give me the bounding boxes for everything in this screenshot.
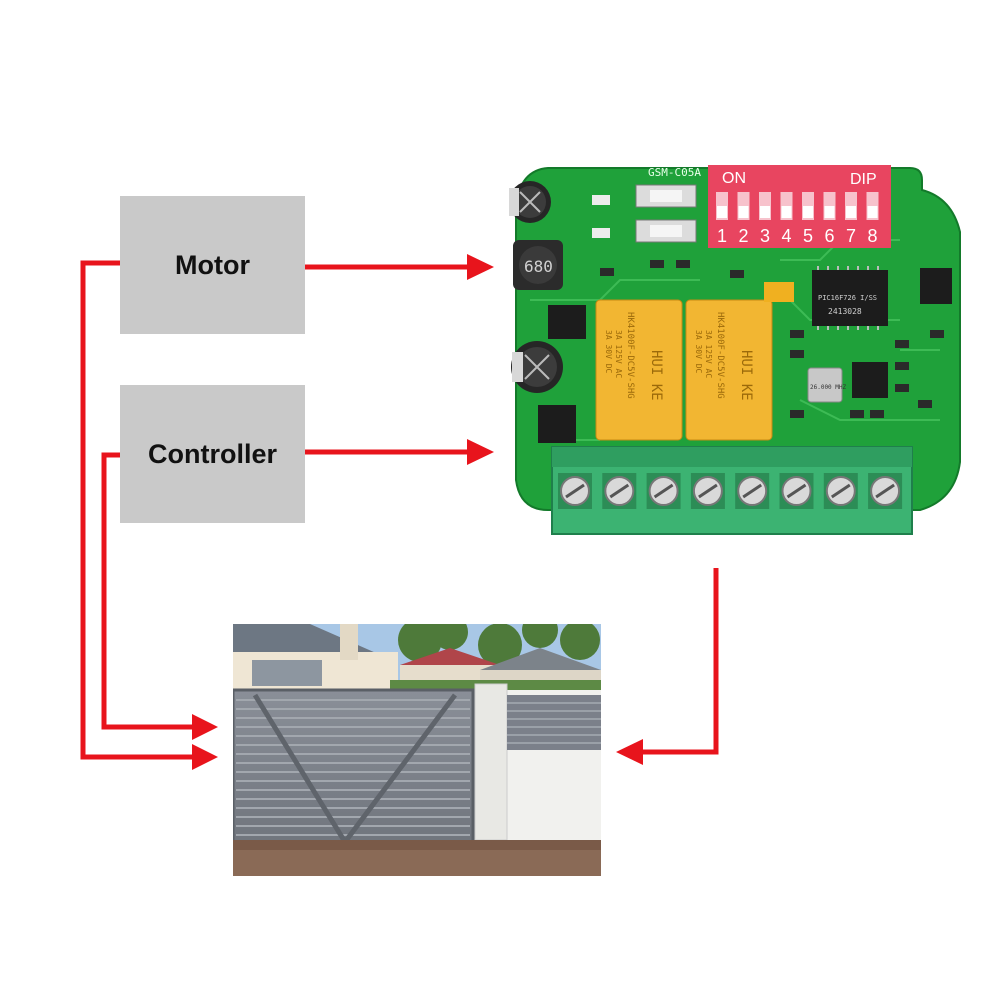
relay-right-brand: HUI KE — [738, 350, 754, 401]
microcontroller-chip: PIC16F726 I/SS 2413028 — [812, 266, 888, 330]
relay-left-brand: HUI KE — [648, 350, 664, 401]
terminal-screw-3 — [646, 473, 681, 509]
arrowheads — [192, 254, 643, 770]
dip-knob-6 — [824, 206, 835, 218]
dip-knob-2 — [738, 206, 749, 218]
receiver-board: GSM-C05A 680 — [509, 165, 961, 535]
capacitor-top — [509, 181, 551, 223]
relay-left-rating-1: 3A 125V AC — [614, 330, 623, 378]
smd-components — [600, 260, 944, 418]
controller-to-gate-arrowhead — [192, 714, 218, 740]
relay-left-rating-2: 3A 30V DC — [604, 330, 613, 374]
terminal-screw-5 — [735, 473, 770, 509]
crystal-label: 26.000 MHZ — [810, 384, 847, 391]
dip-knob-1 — [717, 206, 727, 218]
dip-number-4: 4 — [782, 226, 792, 246]
dip-knob-5 — [803, 206, 813, 218]
terminal-screw-2 — [602, 473, 637, 509]
motor-to-gate-line — [80, 260, 195, 760]
controller-label: Controller — [147, 438, 277, 469]
driver-chip — [920, 268, 952, 304]
dip-title-label: DIP — [850, 171, 877, 188]
relay-left-model: HK4100F-DC5V-SHG — [625, 312, 635, 399]
controller-to-board-arrowhead — [467, 439, 494, 465]
connector-arrows — [80, 260, 719, 760]
relay-right-rating-2: 3A 30V DC — [694, 330, 703, 374]
motor-box: Motor — [120, 196, 305, 334]
board-model-label: GSM-C05A — [648, 166, 701, 179]
relay-right-model: HK4100F-DC5V-SHG — [715, 312, 725, 399]
controller-box: Controller — [120, 385, 305, 523]
inductor: 680 — [513, 240, 563, 290]
relay-right-rating-1: 3A 125V AC — [704, 330, 713, 378]
terminal-screw-4 — [690, 473, 725, 509]
gate-photo — [233, 624, 601, 876]
dip-knob-3 — [760, 206, 770, 218]
dip-number-2: 2 — [739, 226, 749, 246]
relay-left: HUI KE HK4100F-DC5V-SHG 3A 125V AC 3A 30… — [595, 299, 683, 441]
inductor-label: 680 — [524, 257, 553, 276]
dip-number-1: 1 — [717, 226, 727, 246]
motor-to-gate-arrowhead — [192, 744, 218, 770]
dip-on-label: ON — [722, 170, 746, 187]
capacitor-middle — [511, 341, 563, 393]
mcu-label: PIC16F726 I/SS — [818, 294, 877, 302]
terminal-block — [551, 446, 913, 535]
relay-right: HUI KE HK4100F-DC5V-SHG 3A 125V AC 3A 30… — [685, 299, 773, 441]
dip-knob-4 — [781, 206, 792, 218]
controller-to-gate-line — [101, 452, 195, 730]
dip-number-8: 8 — [868, 226, 878, 246]
push-buttons — [635, 184, 697, 243]
regulator-chip — [548, 305, 586, 339]
dip-knob-7 — [846, 206, 856, 218]
rf-chip — [852, 362, 888, 398]
dip-number-6: 6 — [825, 226, 835, 246]
dip-number-7: 7 — [846, 226, 856, 246]
motor-label: Motor — [175, 249, 250, 280]
terminal-screw-8 — [868, 473, 903, 509]
dip-number-5: 5 — [803, 226, 813, 246]
crystal-oscillator: 26.000 MHZ — [807, 367, 847, 403]
dip-knob-8 — [867, 206, 878, 218]
board-to-gate-arrowhead — [616, 739, 643, 765]
terminal-screw-7 — [823, 473, 858, 509]
led-2 — [592, 228, 610, 238]
board-to-gate-line — [640, 568, 719, 755]
tantalum-capacitor — [764, 282, 794, 302]
terminal-screw-6 — [779, 473, 814, 509]
power-chip — [538, 405, 576, 443]
dip-number-3: 3 — [760, 226, 770, 246]
motor-to-board-arrowhead — [467, 254, 494, 280]
led-1 — [592, 195, 610, 205]
terminal-screw-1 — [558, 473, 592, 509]
mcu-code: 2413028 — [828, 307, 862, 316]
